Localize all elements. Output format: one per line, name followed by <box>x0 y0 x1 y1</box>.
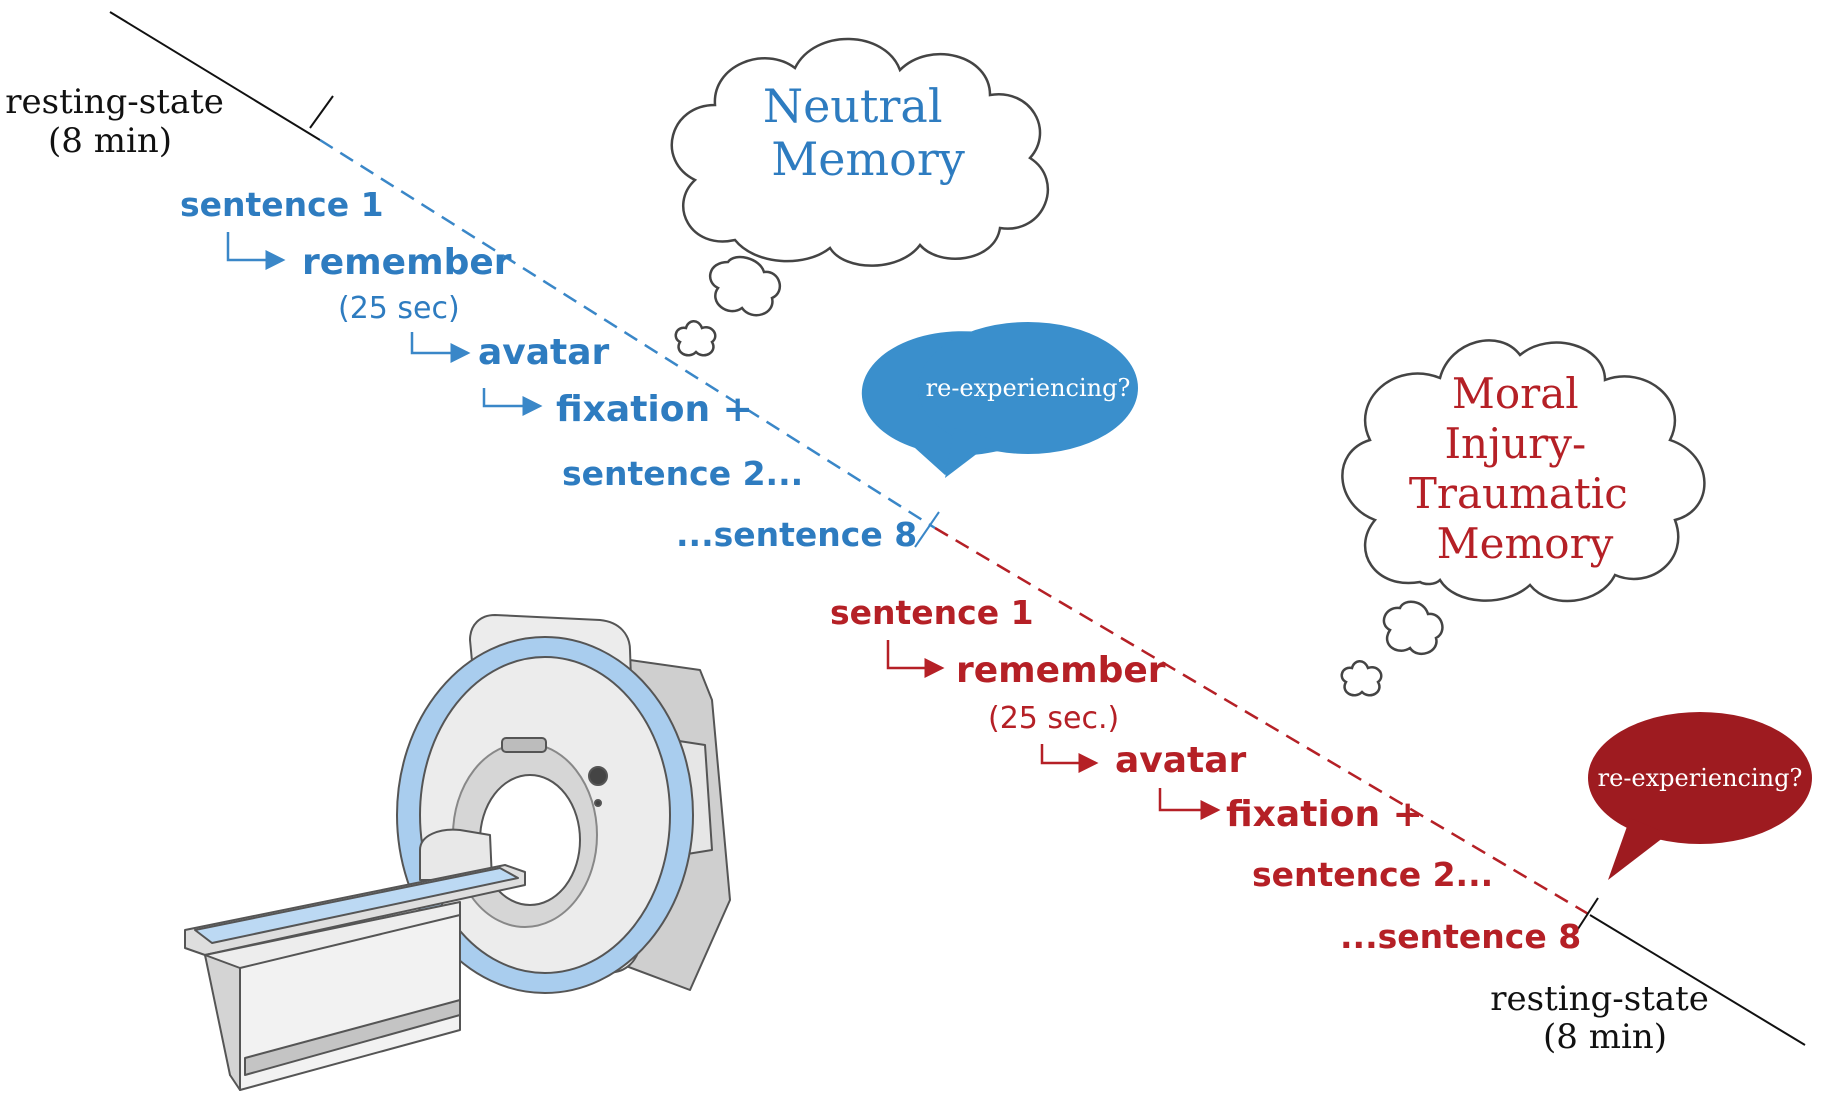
moral-thought-cloud: Moral Injury- Traumatic Memory <box>1340 339 1706 697</box>
neutral-dashed-line <box>319 138 936 530</box>
moral-avatar: avatar <box>1115 740 1247 781</box>
end-rest-tick <box>1573 897 1599 936</box>
neutral-steps: sentence 1 remember (25 sec) avatar fixa… <box>180 185 917 554</box>
end-rest-label: resting-state (8 min) <box>1490 979 1720 1057</box>
neutral-sentence-1: sentence 1 <box>180 185 384 224</box>
neutral-arrow-3 <box>482 388 543 416</box>
moral-sentence-8: ...sentence 8 <box>1340 917 1581 956</box>
start-rest-label: resting-state (8 min) <box>5 82 235 161</box>
neutral-arrow-2 <box>410 332 471 363</box>
neutral-avatar: avatar <box>478 332 610 373</box>
neutral-bubble-text: re-experiencing? <box>926 374 1131 402</box>
neutral-arrow-1 <box>226 232 286 270</box>
moral-thought-title-2: Injury- <box>1444 419 1586 468</box>
moral-steps: sentence 1 remember (25 sec.) avatar fix… <box>830 593 1581 956</box>
neutral-sentence-8: ...sentence 8 <box>676 515 917 554</box>
moral-thought-title-4: Memory <box>1437 519 1614 568</box>
neutral-speech-bubble: re-experiencing? <box>861 322 1138 478</box>
neutral-thought-title-2: Memory <box>771 132 965 186</box>
moral-fixation: fixation + <box>1226 794 1423 835</box>
moral-dashed-line <box>934 526 1591 917</box>
start-rest-tick <box>309 95 334 129</box>
end-rest-line <box>1589 914 1806 1046</box>
neutral-fixation: fixation + <box>556 389 753 430</box>
mri-scanner-icon <box>184 614 731 1091</box>
neutral-duration: (25 sec) <box>338 291 460 326</box>
moral-thought-title-3: Traumatic <box>1409 469 1628 518</box>
moral-arrow-2 <box>1040 744 1099 773</box>
svg-text:Moral Injury- Trau: Moral Injury- Traumatic Memory <box>1409 369 1641 568</box>
moral-sentence-2: sentence 2... <box>1252 855 1493 894</box>
moral-remember: remember <box>956 650 1166 691</box>
neutral-remember: remember <box>302 242 512 283</box>
block-divider-tick <box>914 511 940 548</box>
neutral-sentence-2: sentence 2... <box>562 454 803 493</box>
moral-thought-title-1: Moral <box>1452 369 1579 418</box>
svg-text:Neutral Memory: Neutral Memory <box>763 79 965 186</box>
moral-arrow-1 <box>886 640 945 678</box>
moral-bubble-text: re-experiencing? <box>1598 764 1803 792</box>
neutral-thought-cloud: Neutral Memory <box>670 37 1049 357</box>
start-rest-line <box>109 11 321 141</box>
moral-sentence-1: sentence 1 <box>830 593 1034 632</box>
moral-duration: (25 sec.) <box>988 701 1119 736</box>
moral-speech-bubble: re-experiencing? <box>1588 712 1812 880</box>
neutral-thought-title-1: Neutral <box>763 79 943 133</box>
moral-arrow-3 <box>1158 788 1221 820</box>
